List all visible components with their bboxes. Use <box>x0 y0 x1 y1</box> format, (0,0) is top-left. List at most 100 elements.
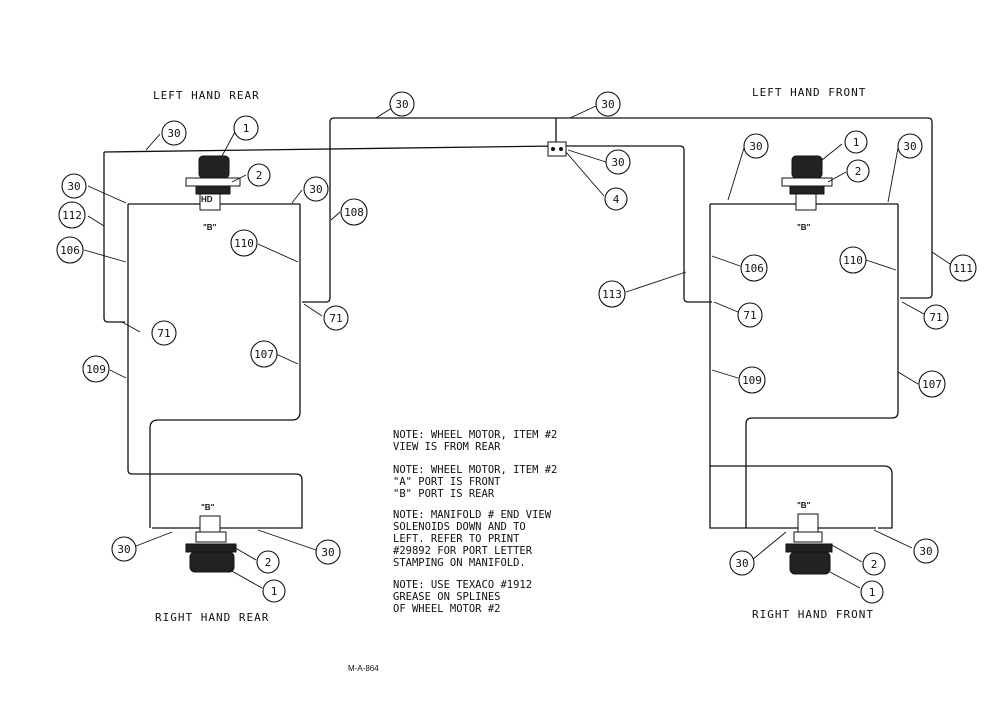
title-left-hand-rear: LEFT HAND REAR <box>153 89 260 102</box>
hose-112 <box>103 152 125 323</box>
callout-2-lr: 2 <box>247 163 271 187</box>
callout-30-lf-right: 30 <box>897 133 923 159</box>
note-2-line-1: NOTE: WHEEL MOTOR, ITEM #2 <box>393 464 557 476</box>
hose-106-109 <box>127 204 303 529</box>
note-3-line-1: NOTE: MANIFOLD # END VIEW <box>393 509 552 521</box>
svg-text:30: 30 <box>903 140 916 153</box>
note-1-line-2: VIEW IS FROM REAR <box>393 441 501 453</box>
hose-109-front <box>710 465 893 529</box>
hose-106-front <box>709 204 876 529</box>
svg-text:30: 30 <box>611 156 624 169</box>
svg-text:30: 30 <box>601 98 614 111</box>
title-right-hand-rear: RIGHT HAND REAR <box>155 611 269 624</box>
svg-text:30: 30 <box>395 98 408 111</box>
svg-text:110: 110 <box>234 237 254 250</box>
svg-text:71: 71 <box>743 309 756 322</box>
svg-text:30: 30 <box>117 543 130 556</box>
callout-30-top-mid-right: 30 <box>595 91 621 117</box>
note-3-line-3: LEFT. REFER TO PRINT <box>393 533 520 545</box>
callout-110-lr: 110 <box>230 229 258 257</box>
callout-107-rf: 107 <box>918 370 946 398</box>
callout-109-rf: 109 <box>738 366 766 394</box>
callout-112: 112 <box>58 201 86 229</box>
port-b-label-lr: "B" <box>203 223 217 232</box>
callout-71-lr-right: 71 <box>323 305 349 331</box>
title-right-hand-front: RIGHT HAND FRONT <box>752 608 874 621</box>
callout-30-rr-right: 30 <box>315 539 341 565</box>
callout-1-rf: 1 <box>860 580 884 604</box>
svg-text:106: 106 <box>60 244 80 257</box>
svg-text:2: 2 <box>256 169 263 182</box>
svg-text:2: 2 <box>855 165 862 178</box>
callout-71-lr-left: 71 <box>151 320 177 346</box>
callout-107-lr: 107 <box>250 340 278 368</box>
callout-1-rr: 1 <box>262 579 286 603</box>
svg-text:30: 30 <box>749 140 762 153</box>
svg-text:HD: HD <box>201 195 213 204</box>
leader-lines <box>83 105 951 589</box>
port-b-label-rf: "B" <box>797 501 811 510</box>
svg-text:110: 110 <box>843 254 863 267</box>
svg-text:71: 71 <box>157 327 170 340</box>
svg-text:2: 2 <box>265 556 272 569</box>
svg-text:4: 4 <box>613 193 620 206</box>
callout-30-rr-left: 30 <box>111 536 137 562</box>
svg-text:71: 71 <box>329 312 342 325</box>
callout-108: 108 <box>340 198 368 226</box>
callout-106-rf: 106 <box>740 254 768 282</box>
note-3-line-4: #29892 FOR PORT LETTER <box>393 545 533 557</box>
callouts: 30 1 2 30 30 112 108 106 110 71 71 107 1… <box>56 91 977 604</box>
wheel-motor-left-front: "B" <box>781 155 833 232</box>
svg-text:2: 2 <box>871 558 878 571</box>
svg-text:30: 30 <box>321 546 334 559</box>
wheel-motor-left-rear: HD "B" <box>185 155 241 232</box>
callout-30-top-mid-left: 30 <box>389 91 415 117</box>
hose-113 <box>566 145 712 303</box>
callout-4: 4 <box>604 187 628 211</box>
svg-text:30: 30 <box>735 557 748 570</box>
callout-2-lf: 2 <box>846 159 870 183</box>
svg-text:1: 1 <box>869 586 876 599</box>
callout-30-lr-left: 30 <box>61 173 87 199</box>
callout-30-manifold: 30 <box>605 149 631 175</box>
svg-text:108: 108 <box>344 206 364 219</box>
callout-106-lr: 106 <box>56 236 84 264</box>
callout-113: 113 <box>598 280 626 308</box>
svg-text:106: 106 <box>744 262 764 275</box>
wheel-motor-right-front: "B" <box>785 501 833 575</box>
svg-text:112: 112 <box>62 209 82 222</box>
svg-text:30: 30 <box>919 545 932 558</box>
note-2-line-3: "B" PORT IS REAR <box>393 488 495 500</box>
svg-text:30: 30 <box>309 183 322 196</box>
svg-text:1: 1 <box>243 122 250 135</box>
svg-text:107: 107 <box>254 348 274 361</box>
svg-text:107: 107 <box>922 378 942 391</box>
callout-111: 111 <box>949 254 977 282</box>
note-4-line-1: NOTE: USE TEXACO #1912 <box>393 579 532 591</box>
svg-text:109: 109 <box>742 374 762 387</box>
note-3-line-5: STAMPING ON MANIFOLD. <box>393 557 526 569</box>
hose-111 <box>556 117 933 299</box>
note-3-line-2: SOLENOIDS DOWN AND TO <box>393 521 526 533</box>
svg-text:1: 1 <box>853 136 860 149</box>
note-4-line-2: GREASE ON SPLINES <box>393 591 500 603</box>
callout-1-lr: 1 <box>233 115 259 141</box>
callout-1-lf: 1 <box>844 130 868 154</box>
callout-109-lr: 109 <box>82 355 110 383</box>
callout-110-rf: 110 <box>839 246 867 274</box>
drawing-id: M-A-864 <box>348 664 379 673</box>
svg-text:71: 71 <box>929 311 942 324</box>
port-b-label-lf: "B" <box>797 223 811 232</box>
callout-30-rf-right: 30 <box>913 538 939 564</box>
callout-30-lr-right: 30 <box>303 176 329 202</box>
manifold <box>547 141 567 157</box>
callout-2-rf: 2 <box>862 552 886 576</box>
svg-text:109: 109 <box>86 363 106 376</box>
svg-text:111: 111 <box>953 262 973 275</box>
title-left-hand-front: LEFT HAND FRONT <box>752 86 866 99</box>
callout-30-rf-left: 30 <box>729 550 755 576</box>
callout-71-rf-right: 71 <box>923 304 949 330</box>
hose-108 <box>302 117 556 303</box>
svg-text:30: 30 <box>167 127 180 140</box>
